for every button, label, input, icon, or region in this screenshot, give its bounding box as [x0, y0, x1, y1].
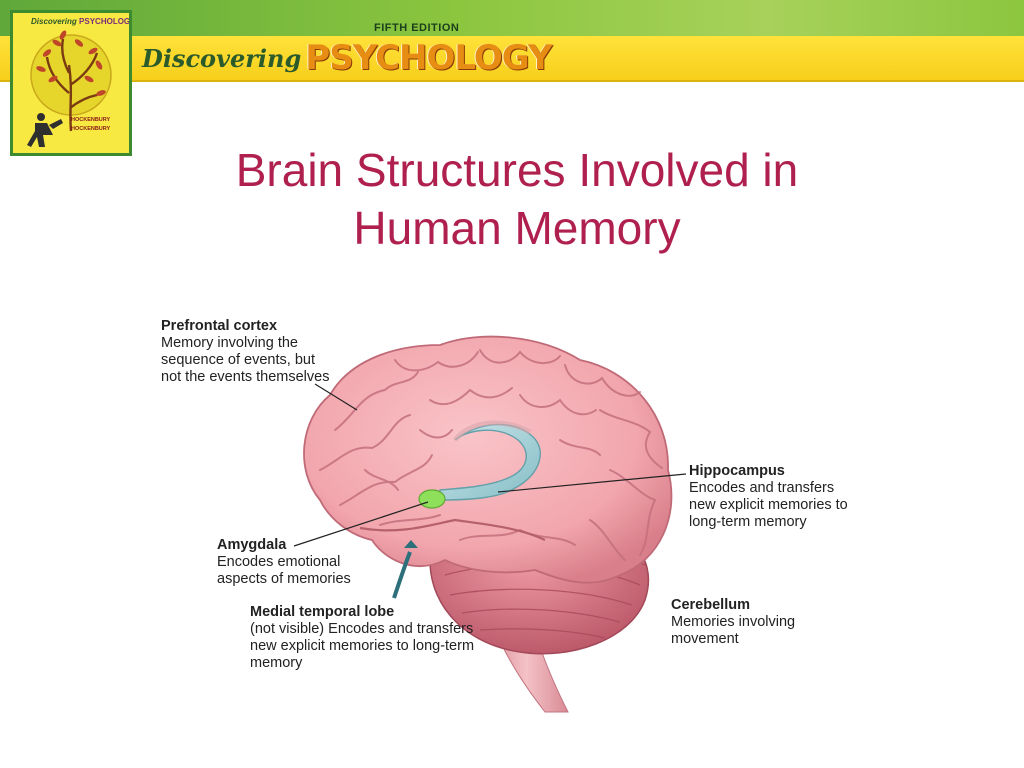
amygdala-leader — [293, 501, 429, 547]
label-amygdala: Amygdala Encodes emotional aspects of me… — [217, 537, 351, 588]
slide-title-line-2: Human Memory — [353, 202, 681, 254]
header-yellow-bar — [0, 36, 1024, 82]
brand-caps-text: PSYCHOLOGY — [305, 38, 552, 78]
prefrontal-line-3: not the events themselves — [161, 369, 330, 385]
amygdala-structure — [418, 489, 446, 509]
hippocampus-line-2: new explicit memories to — [689, 497, 848, 513]
hippocampus-line-1: Encodes and transfers — [689, 480, 835, 496]
hippocampus-leader — [497, 473, 687, 493]
cover-author-1: HOCKENBURY — [71, 117, 111, 123]
hippocampus-title: Hippocampus — [689, 463, 785, 479]
label-prefrontal-cortex: Prefrontal cortex Memory involving the s… — [161, 318, 329, 386]
cerebrum — [303, 335, 673, 584]
cerebellum-line-1: Memories involving — [671, 614, 796, 630]
hippocampus-line-3: long-term memory — [689, 514, 807, 530]
prefrontal-line-1: Memory involving the — [161, 335, 298, 351]
medial-temporal-title: Medial temporal lobe — [250, 604, 395, 620]
medial-temporal-line-1: (not visible) Encodes and transfers — [250, 621, 474, 637]
cerebellum-title: Cerebellum — [671, 597, 750, 613]
amygdala-line-2: aspects of memories — [217, 571, 351, 587]
header-green-bar — [0, 0, 1024, 36]
cover-brand-caps: PSYCHOLOGY — [79, 17, 132, 26]
medial-temporal-arrowhead — [404, 540, 418, 548]
medial-temporal-arrow — [392, 551, 412, 599]
label-medial-temporal-lobe: Medial temporal lobe (not visible) Encod… — [250, 604, 474, 672]
cerebellum-line-2: movement — [671, 631, 739, 647]
label-hippocampus: Hippocampus Encodes and transfers new ex… — [689, 463, 848, 531]
medial-temporal-line-3: memory — [250, 655, 303, 671]
amygdala-line-1: Encodes emotional — [217, 554, 341, 570]
cover-author-2: HOCKENBURY — [71, 126, 111, 132]
prefrontal-line-2: sequence of events, but — [161, 352, 315, 368]
prefrontal-title: Prefrontal cortex — [161, 318, 278, 334]
brand-logo: Discovering PSYCHOLOGY — [142, 36, 553, 80]
cover-brand-script: Discovering — [31, 17, 77, 26]
amygdala-title: Amygdala — [217, 537, 287, 553]
medial-temporal-line-2: new explicit memories to long-term — [250, 638, 475, 654]
label-cerebellum: Cerebellum Memories involving movement — [671, 597, 795, 648]
prefrontal-leader — [314, 383, 358, 411]
cover-tree-illustration — [27, 30, 112, 147]
slide-title-line-1: Brain Structures Involved in — [235, 144, 799, 196]
book-cover: Discovering PSYCHOLOGY HOCKENBURY HOCKEN… — [10, 10, 132, 156]
cover-brand: Discovering PSYCHOLOGY — [31, 17, 132, 26]
edition-label: FIFTH EDITION — [374, 22, 460, 34]
brand-script-text: Discovering — [142, 43, 302, 73]
